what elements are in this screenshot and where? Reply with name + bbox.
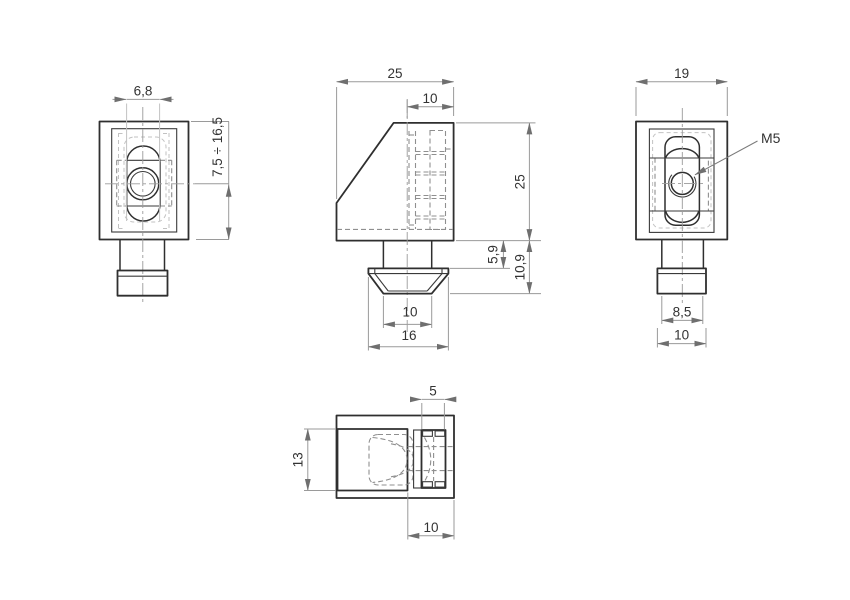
dim-side-height: 25: [513, 174, 528, 189]
thread-label: M5: [761, 130, 781, 146]
dim-front-slot-width: 6,8: [134, 84, 153, 99]
top-view: 5 13 10: [291, 384, 457, 540]
side-view: 25 10 25 5,9 10,9 10: [335, 66, 541, 351]
dim-side-neck-height: 5,9: [486, 245, 501, 264]
dim-back-foot-width: 10: [674, 328, 689, 343]
back-view: M5 19 8,5 10: [635, 66, 781, 348]
front-view: 6,8 7,5 ÷ 16,5: [98, 84, 232, 303]
top-foot: [420, 429, 447, 489]
side-body-outline: [335, 122, 455, 242]
dim-side-foot-bottom-width: 10: [402, 305, 417, 320]
front-slot-hidden-outline: [123, 136, 167, 223]
back-foot: [656, 267, 707, 295]
front-body-outline: [98, 120, 190, 241]
back-body-outline: [635, 120, 729, 241]
dim-front-hole-range: 7,5 ÷ 16,5: [210, 117, 225, 177]
thread-arc: [668, 174, 697, 198]
dim-top-hammer-depth: 5: [429, 384, 437, 399]
front-pocket-outline: [111, 128, 178, 233]
top-body-outline: [335, 414, 455, 499]
dim-top-pocket-height: 13: [291, 452, 306, 467]
dim-side-width: 25: [387, 66, 402, 81]
front-foot: [116, 269, 169, 297]
dim-back-width: 19: [674, 66, 689, 81]
back-pocket-outline: [648, 128, 715, 233]
dim-side-top-offset: 10: [422, 91, 437, 106]
thread-leader-line: [694, 140, 758, 176]
dim-side-foot-height: 10,9: [513, 254, 528, 280]
dim-back-neck-width: 8,5: [673, 305, 692, 320]
top-pocket-outline: [336, 428, 409, 492]
dim-top-foot-offset: 10: [423, 520, 438, 535]
dim-side-foot-top-width: 16: [401, 328, 416, 343]
